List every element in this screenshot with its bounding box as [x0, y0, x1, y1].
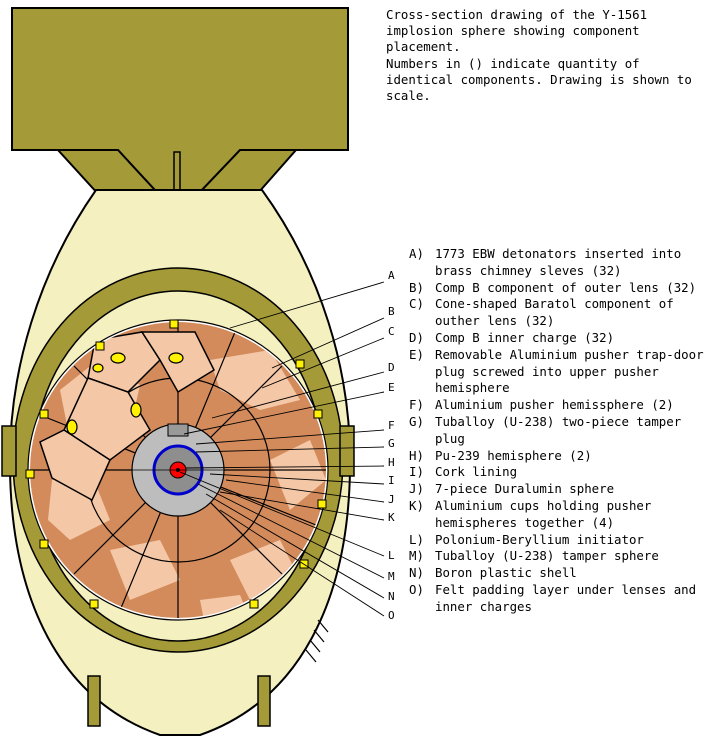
right-foot [257, 675, 271, 727]
legend-text: Comp B component of outer lens (32) [435, 279, 697, 295]
legend-text: Boron plastic shell [435, 565, 577, 581]
left-foot [87, 675, 101, 727]
legend-key: N) [409, 565, 424, 581]
legend-item: G) Tuballoy (U-238) two-piece tamper plug [409, 414, 709, 448]
legend-text: Comp B inner charge (32) [435, 329, 615, 345]
legend-text: 1773 EBW detonators inserted into brass … [435, 246, 682, 278]
callout-o: O [388, 609, 395, 622]
legend-key: J) [409, 481, 424, 497]
legend-text: Tuballoy (U-238) two-piece tamper plug [435, 413, 682, 446]
callout-l: L [388, 549, 395, 562]
component-legend: A) 1773 EBW detonators inserted into bras… [409, 246, 709, 616]
legend-key: I) [409, 464, 424, 480]
right-lug [339, 425, 355, 477]
legend-item: I) Cork lining [409, 464, 709, 481]
trap-door-plug [167, 423, 189, 437]
legend-item: O) Felt padding layer under lenses and in… [409, 582, 709, 616]
legend-item: N) Boron plastic shell [409, 565, 709, 582]
legend-key: B) [409, 279, 424, 295]
legend-key: L) [409, 531, 424, 547]
legend-text: Tuballoy (U-238) tamper sphere [435, 548, 659, 564]
callout-h: H [388, 456, 395, 469]
legend-text: Polonium-Beryllium initiator [435, 531, 644, 547]
legend-text: Cone-shaped Baratol component of outher … [435, 296, 674, 329]
legend-text: Aluminium pusher hemissphere (2) [435, 397, 674, 413]
callout-g: G [388, 437, 395, 450]
legend-text: 7-piece Duralumin sphere [435, 481, 615, 497]
callout-a: A [388, 269, 395, 282]
legend-key: H) [409, 447, 424, 463]
legend-item: J) 7-piece Duralumin sphere [409, 481, 709, 498]
callout-e: E [388, 381, 395, 394]
legend-key: F) [409, 397, 424, 413]
legend-key: A) [409, 246, 424, 261]
legend-key: M) [409, 548, 424, 564]
legend-item: A) 1773 EBW detonators inserted into bras… [409, 246, 709, 280]
callout-j: J [388, 493, 395, 506]
callout-c: C [388, 325, 395, 338]
legend-text: Pu-239 hemisphere (2) [435, 447, 592, 463]
legend-item: H) Pu-239 hemisphere (2) [409, 448, 709, 465]
legend-item: F) Aluminium pusher hemissphere (2) [409, 397, 709, 414]
legend-item: E) Removable Aluminium pusher trap-door p… [409, 347, 709, 397]
legend-key: D) [409, 329, 424, 345]
legend-key: C) [409, 296, 424, 312]
legend-item: L) Polonium-Beryllium initiator [409, 532, 709, 549]
legend-key: O) [409, 581, 424, 597]
legend-item: M) Tuballoy (U-238) tamper sphere [409, 548, 709, 565]
legend-key: K) [409, 497, 424, 513]
callout-m: M [388, 570, 395, 583]
caption-text: Cross-section drawing of the Y-1561 impl… [386, 7, 692, 104]
callout-i: I [388, 474, 395, 487]
callout-d: D [388, 361, 395, 374]
left-lug [1, 425, 17, 477]
callout-f: F [388, 419, 395, 432]
leader-lines [179, 281, 385, 617]
legend-item: C) Cone-shaped Baratol component of outhe… [409, 296, 709, 330]
edge-detonators [25, 319, 327, 609]
detonators [66, 352, 184, 435]
callout-letters: A B C D E F G H I J K L M N O [388, 269, 395, 622]
legend-item: B) Comp B component of outer lens (32) [409, 280, 709, 297]
legend-text: Cork lining [435, 464, 518, 480]
callout-k: K [388, 511, 395, 524]
legend-text: Felt padding layer under lenses and inne… [435, 581, 697, 614]
callout-n: N [388, 590, 395, 603]
right-hatching [305, 619, 329, 663]
legend-item: K) Aluminium cups holding pusher hemisphe… [409, 498, 709, 532]
legend-key: G) [409, 413, 424, 429]
legend-item: D) Comp B inner charge (32) [409, 330, 709, 347]
legend-text: Aluminium cups holding pusher hemisphere… [435, 497, 652, 530]
callout-b: B [388, 305, 395, 318]
legend-text: Removable Aluminium pusher trap-door plu… [435, 346, 704, 396]
legend-key: E) [409, 346, 424, 362]
